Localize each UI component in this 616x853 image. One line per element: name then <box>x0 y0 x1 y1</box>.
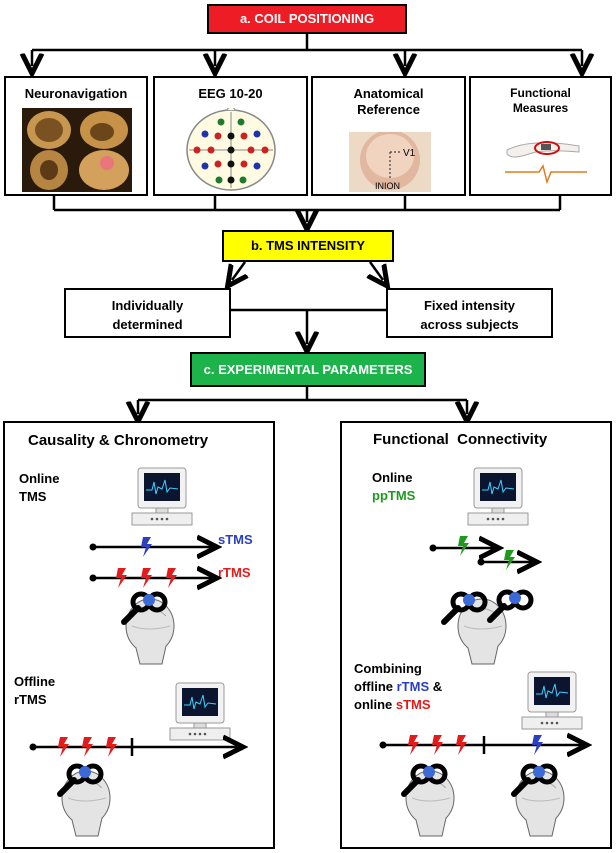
fixed-intensity-box: Fixed intensity across subjects <box>386 288 553 338</box>
offline-rtms-label: Offline rTMS <box>14 674 56 707</box>
offline-word: offline <box>354 679 397 694</box>
anatomical-reference-label: Anatomical Reference <box>353 86 424 117</box>
stms-label: sTMS <box>218 532 253 547</box>
anatomical-reference-box: Anatomical Reference V1 INION <box>311 76 466 196</box>
stage-b-tms-intensity: b. TMS INTENSITY <box>222 230 394 262</box>
rtms-label: rTMS <box>218 565 251 580</box>
functional-measures-box: Functional Measures <box>469 76 612 196</box>
combining-label: Combining offline rTMS & online sTMS <box>354 660 442 714</box>
causality-title: Causality & Chronometry <box>28 432 209 449</box>
stage-a-coil-positioning: a. COIL POSITIONING <box>207 4 407 34</box>
online-word: online <box>354 697 396 712</box>
monitor-icon <box>467 467 529 526</box>
v1-marker-label: V1 <box>403 148 416 159</box>
monitor-icon <box>169 682 231 741</box>
neuronavigation-box: Neuronavigation <box>4 76 148 196</box>
hand-emg-diagram <box>505 141 587 185</box>
eeg-label: EEG 10-20 <box>198 86 263 101</box>
pptms-label: ppTMS <box>372 488 416 503</box>
online-stms-line: online sTMS <box>354 696 442 714</box>
connectivity-title: Functional Connectivity <box>373 431 548 448</box>
ampersand: & <box>429 679 443 694</box>
head-back-photo: V1 INION <box>349 132 431 192</box>
eeg-10-20-box: EEG 10-20 <box>153 76 308 196</box>
online-stms-word: sTMS <box>395 697 431 712</box>
functional-measures-label: Functional Measures <box>510 86 571 115</box>
eeg-cap-diagram <box>186 108 276 191</box>
neuronavigation-label: Neuronavigation <box>24 86 128 101</box>
monitor-icon <box>131 467 193 526</box>
pptms-bolt-icon <box>458 536 469 556</box>
combining-word: Combining <box>354 661 422 676</box>
monitor-icon <box>521 671 583 730</box>
mri-brain-image <box>22 108 132 192</box>
online-label: Online <box>372 470 413 485</box>
stage-c-experimental-parameters: c. EXPERIMENTAL PARAMETERS <box>190 352 426 387</box>
offline-rtms-line: offline rTMS & <box>354 678 442 696</box>
inion-marker-label: INION <box>375 181 400 191</box>
pptms-bolt-icon <box>504 550 515 570</box>
offline-rtms-word: rTMS <box>396 679 430 694</box>
online-tms-label: Online TMS <box>19 471 60 504</box>
individually-determined-box: Individually determined <box>64 288 231 338</box>
